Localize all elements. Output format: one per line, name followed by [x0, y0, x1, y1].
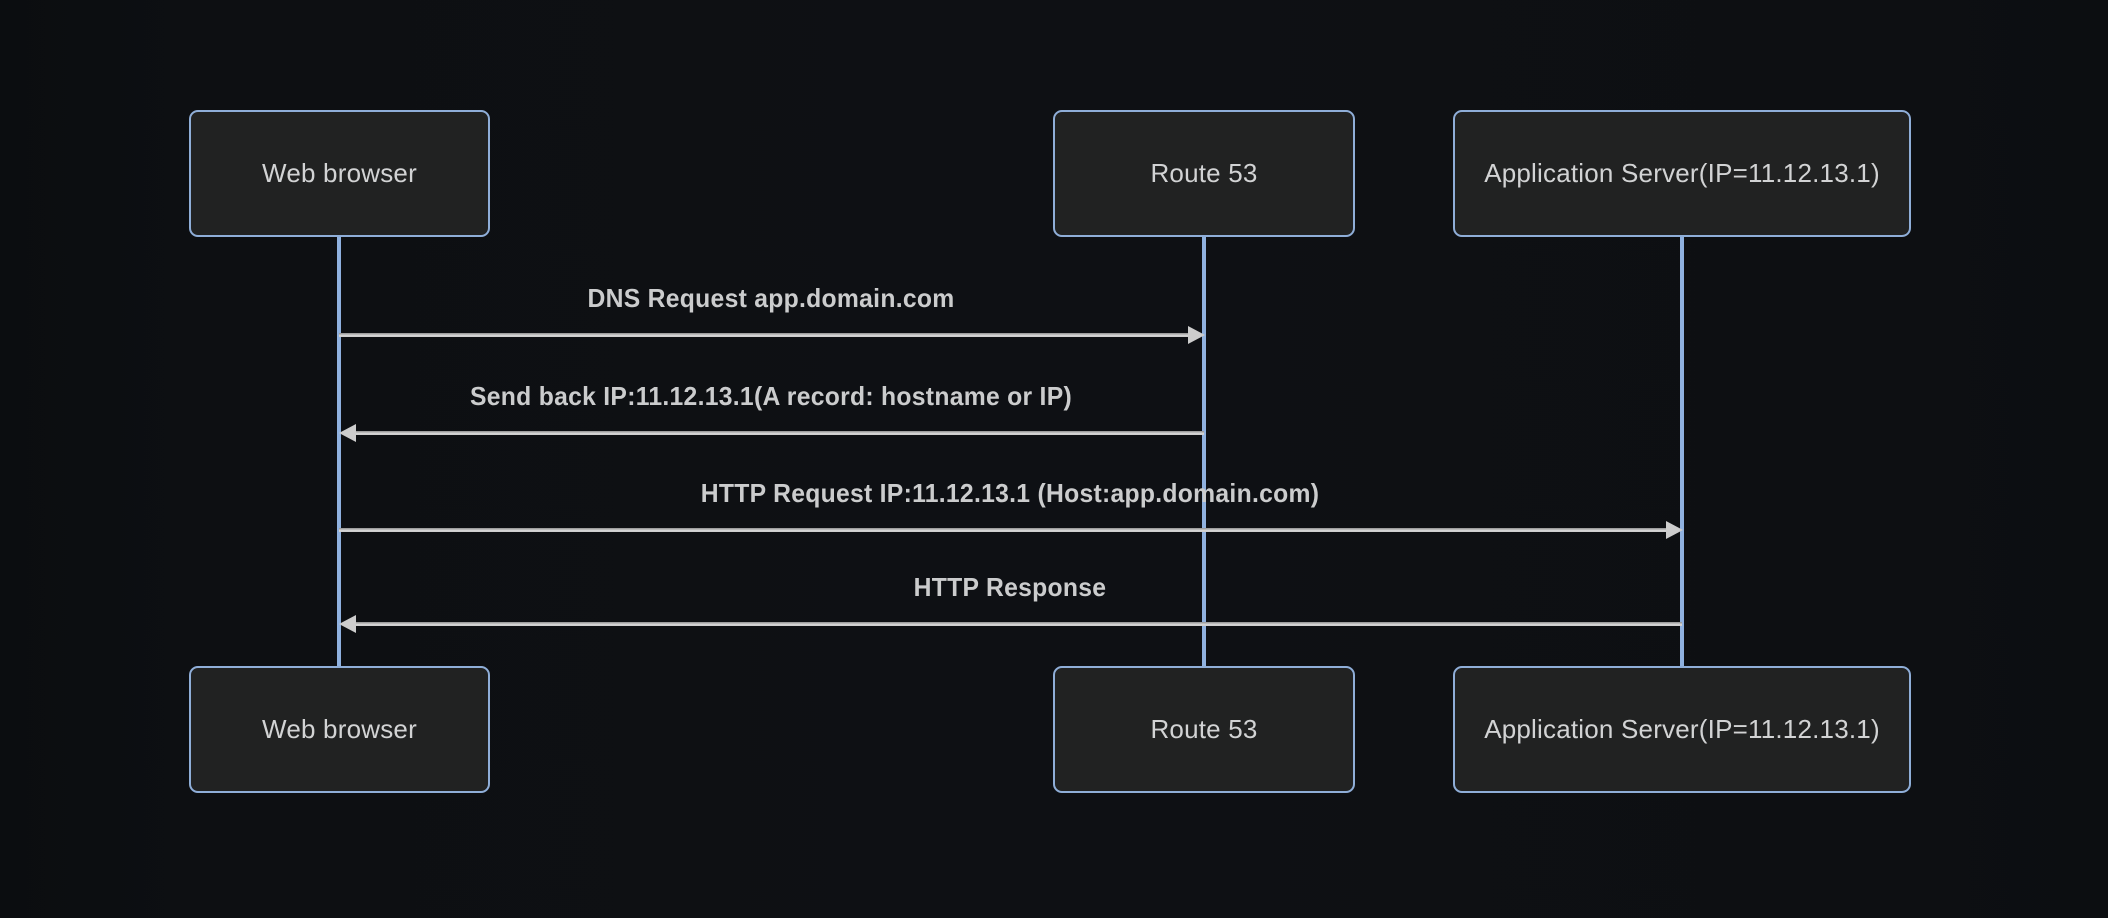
actor-top-web-browser: Web browser — [189, 110, 490, 237]
message-line-dns-request — [339, 333, 1190, 337]
message-line-send-back-ip — [353, 431, 1204, 435]
actor-label: Web browser — [262, 714, 417, 744]
actor-top-app-server: Application Server(IP=11.12.13.1) — [1453, 110, 1911, 237]
actor-bottom-app-server: Application Server(IP=11.12.13.1) — [1453, 666, 1911, 793]
lifeline-web-browser — [337, 237, 341, 666]
message-label-dns-request: DNS Request app.domain.com — [587, 283, 955, 313]
actor-bottom-route-53: Route 53 — [1053, 666, 1355, 793]
arrowhead-left-icon — [339, 424, 356, 442]
actor-label: Application Server(IP=11.12.13.1) — [1484, 158, 1880, 188]
arrowhead-left-icon — [339, 615, 356, 633]
message-label-http-request: HTTP Request IP:11.12.13.1 (Host:app.dom… — [700, 478, 1320, 508]
actor-label: Route 53 — [1150, 714, 1258, 744]
message-label-http-response: HTTP Response — [913, 572, 1107, 602]
actor-label: Web browser — [262, 158, 417, 188]
lifeline-app-server — [1680, 237, 1684, 666]
message-line-http-request — [339, 528, 1668, 532]
arrowhead-right-icon — [1666, 521, 1683, 539]
arrowhead-right-icon — [1188, 326, 1205, 344]
lifeline-route-53 — [1202, 237, 1206, 666]
actor-top-route-53: Route 53 — [1053, 110, 1355, 237]
actor-bottom-web-browser: Web browser — [189, 666, 490, 793]
actor-label: Route 53 — [1150, 158, 1258, 188]
actor-label: Application Server(IP=11.12.13.1) — [1484, 714, 1880, 744]
message-label-send-back-ip: Send back IP:11.12.13.1(A record: hostna… — [470, 381, 1072, 411]
message-line-http-response — [353, 622, 1682, 626]
